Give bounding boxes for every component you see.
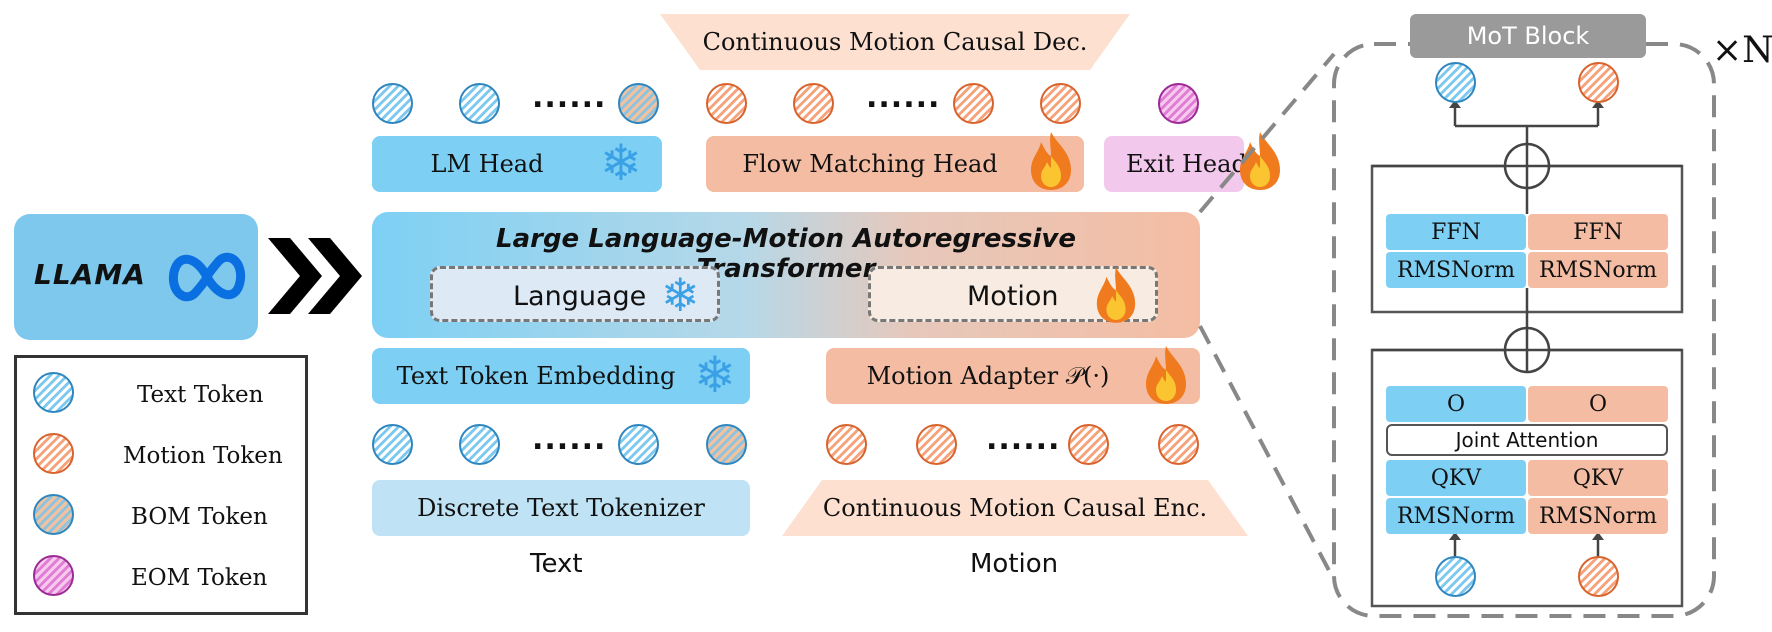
motion-token: [793, 83, 834, 124]
text-caption: Text: [530, 549, 583, 579]
discrete-text-tokenizer: Discrete Text Tokenizer: [372, 480, 750, 536]
bom-token: [706, 424, 747, 465]
discrete-text-tokenizer-label: Discrete Text Tokenizer: [417, 494, 705, 522]
motion-label: Motion: [967, 281, 1059, 312]
motion-token: [916, 424, 957, 465]
meta-infinity-icon: [168, 252, 246, 302]
decoder-trapezoid-shape: [660, 14, 1130, 70]
eom-token: [1158, 83, 1199, 124]
mot-block-title: MoT Block: [1410, 14, 1646, 58]
output-proj-motion: O: [1528, 386, 1668, 422]
motion-token: [826, 424, 867, 465]
motion-adapter: Motion Adapter 𝒫(·): [826, 348, 1200, 404]
snowflake-icon: ❄: [661, 268, 700, 322]
fire-icon: [1031, 132, 1071, 190]
text-token-embedding: Text Token Embedding: [372, 348, 750, 404]
rmsnorm-motion: RMSNorm: [1528, 252, 1668, 288]
transformer-box: Large Language-Motion Autoregressive Tra…: [372, 212, 1200, 338]
motion-decoder: Continuous Motion Causal Dec.: [660, 14, 1130, 70]
flow-matching-head-label: Flow Matching Head: [742, 150, 998, 178]
repeat-label: ×N: [1712, 30, 1772, 71]
motion-encoder: Continuous Motion Causal Enc.: [782, 480, 1248, 536]
llama-box: LLAMA: [14, 214, 258, 340]
encoder-trapezoid-shape: [782, 480, 1248, 536]
motion-token: [1158, 424, 1199, 465]
snowflake-icon: ❄: [694, 346, 736, 404]
fire-icon: [1096, 267, 1136, 323]
text-token: [372, 83, 413, 124]
legend-label: BOM Token: [131, 504, 268, 530]
text-token: [1435, 556, 1476, 597]
legend-label: EOM Token: [131, 565, 268, 591]
qkv-motion: QKV: [1528, 460, 1668, 496]
lm-head-label: LM Head: [430, 150, 544, 178]
encoder-label: Continuous Motion Causal Enc.: [822, 494, 1208, 522]
rmsnorm-motion: RMSNorm: [1528, 498, 1668, 534]
text-token-embedding-label: Text Token Embedding: [396, 362, 676, 390]
language-module: Language ❄: [430, 266, 720, 322]
motion-caption: Motion: [970, 549, 1059, 579]
snowflake-icon: ❄: [600, 134, 642, 192]
language-label: Language: [513, 281, 647, 312]
motion-module: Motion: [868, 266, 1158, 323]
ellipsis: ......: [986, 422, 1061, 457]
fire-icon: [1146, 346, 1186, 404]
qkv-language: QKV: [1386, 460, 1526, 496]
bom-token: [618, 83, 659, 124]
legend-label: Motion Token: [123, 443, 283, 469]
motion-token: [1578, 62, 1619, 103]
transformer-title: Large Language-Motion Autoregressive Tra…: [496, 224, 1076, 284]
motion-adapter-label: Motion Adapter 𝒫(·): [866, 362, 1110, 390]
text-token: [372, 424, 413, 465]
legend-eom-token-swatch: [33, 555, 74, 596]
double-chevron-icon: [268, 238, 362, 314]
exit-head-label: Exit Head: [1126, 150, 1247, 178]
text-token: [618, 424, 659, 465]
fire-icon: [1240, 132, 1280, 190]
legend-bom-token-swatch: [33, 494, 74, 535]
text-token: [1435, 62, 1476, 103]
rmsnorm-language: RMSNorm: [1386, 252, 1526, 288]
text-token: [459, 424, 500, 465]
legend-text-token-swatch: [33, 372, 74, 413]
rmsnorm-language: RMSNorm: [1386, 498, 1526, 534]
motion-token: [953, 83, 994, 124]
ellipsis: ......: [532, 80, 607, 115]
legend-motion-token-swatch: [33, 433, 74, 474]
joint-attention: Joint Attention: [1386, 424, 1668, 456]
ellipsis: ......: [532, 422, 607, 457]
lm-head: LM Head: [372, 136, 662, 192]
ffn-language: FFN: [1386, 214, 1526, 250]
output-proj-language: O: [1386, 386, 1526, 422]
flow-matching-head: Flow Matching Head: [706, 136, 1084, 192]
motion-token: [1068, 424, 1109, 465]
motion-token: [1040, 83, 1081, 124]
ellipsis: ......: [866, 80, 941, 115]
legend: Text Token Motion Token BOM Token EOM To…: [14, 355, 308, 615]
ffn-motion: FFN: [1528, 214, 1668, 250]
text-token: [459, 83, 500, 124]
exit-head: Exit Head: [1104, 136, 1247, 192]
motion-token: [706, 83, 747, 124]
motion-token: [1578, 556, 1619, 597]
decoder-label: Continuous Motion Causal Dec.: [702, 28, 1088, 56]
legend-label: Text Token: [137, 382, 264, 408]
llama-label: LLAMA: [34, 258, 146, 291]
